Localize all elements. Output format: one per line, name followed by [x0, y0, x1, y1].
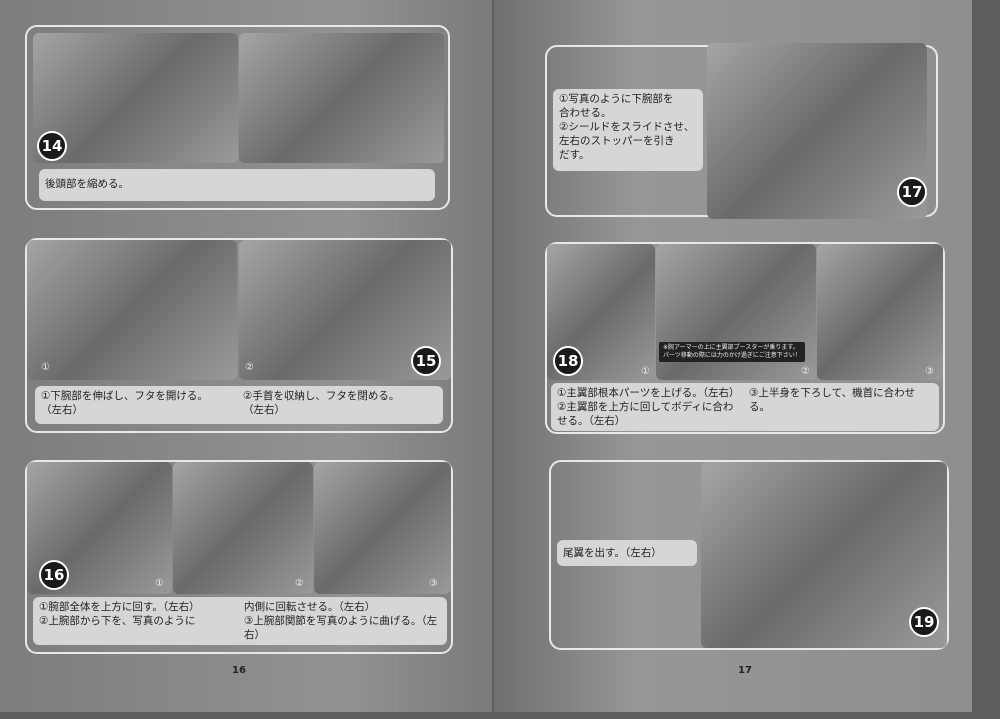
note-line: パーツ移動の際には力のかけ過ぎにご注意下さい！	[663, 352, 801, 359]
caption-line: ①主翼部根本パーツを上げる。（左右）	[557, 387, 740, 399]
sub-label: ③	[429, 578, 438, 589]
step-15-photo-1	[27, 240, 237, 380]
caption-line: ③上半身を下ろして、機首に合わせる。	[749, 387, 916, 413]
caption-column: ①腕部全体を上方に回す。（左右） ②上腕部から下を、写真のように	[39, 600, 236, 628]
caption-line: （左右）	[243, 404, 285, 416]
step-19-panel: 尾翼を出す。（左右） 19	[549, 460, 949, 650]
sub-label: ①	[155, 578, 164, 589]
caption-line: 合わせる。	[559, 107, 612, 119]
step-18-panel: 18 ① ② ③ ※腕アーマーの上に主翼部ブースターが乗ります。パーツ移動の際に…	[545, 242, 945, 434]
caption-column: ③上半身を下ろして、機首に合わせる。	[749, 386, 933, 414]
sub-label: ①	[641, 366, 650, 377]
step-14-photo-1	[33, 33, 238, 163]
caption-line: ②主翼部を上方に回してボディに合わせる。（左右）	[557, 401, 734, 427]
caption-line: ①腕部全体を上方に回す。（左右）	[39, 601, 200, 613]
caption-line: ③上腕部関節を写真のように曲げる。（左右）	[244, 615, 438, 641]
note-line: ※腕アーマーの上に主翼部ブースターが乗ります。	[663, 344, 799, 351]
page-number: 16	[232, 665, 246, 676]
step-16-photo-2	[173, 462, 313, 594]
step-number: 14	[37, 131, 67, 161]
caption-column: 内側に回転させる。（左右） ③上腕部関節を写真のように曲げる。（左右）	[244, 600, 441, 642]
step-caption: 尾翼を出す。（左右）	[557, 540, 697, 566]
left-page: 14 後頭部を縮める。 ① ② 15 ①下腕部を伸ばし、フタを開ける。 （左右） …	[0, 0, 492, 712]
step-number: 17	[897, 177, 927, 207]
sub-label: ①	[41, 362, 50, 373]
step-caption: 後頭部を縮める。	[39, 169, 435, 201]
caution-note: ※腕アーマーの上に主翼部ブースターが乗ります。パーツ移動の際には力のかけ過ぎにご…	[659, 342, 805, 362]
step-caption: ①写真のように下腕部を 合わせる。 ②シールドをスライドさせ、 左右のストッパー…	[553, 89, 703, 171]
sub-label: ②	[245, 362, 254, 373]
step-14-panel: 14 後頭部を縮める。	[25, 25, 450, 210]
caption-line: ②シールドをスライドさせ、	[559, 121, 695, 133]
step-caption: ①主翼部根本パーツを上げる。（左右） ②主翼部を上方に回してボディに合わせる。（左…	[551, 383, 939, 431]
caption-line: ②手首を収納し、フタを閉める。	[243, 390, 400, 402]
step-number: 19	[909, 607, 939, 637]
right-page: ①写真のように下腕部を 合わせる。 ②シールドをスライドさせ、 左右のストッパー…	[494, 0, 972, 712]
caption-column: ①主翼部根本パーツを上げる。（左右） ②主翼部を上方に回してボディに合わせる。（左…	[557, 386, 741, 428]
step-number: 16	[39, 560, 69, 590]
step-16-photo-3	[314, 462, 451, 594]
caption-line: 左右のストッパーを引き	[559, 135, 675, 147]
caption-line: 内側に回転させる。（左右）	[244, 601, 376, 613]
sub-label: ②	[801, 366, 810, 377]
caption-line: （左右）	[41, 404, 83, 416]
step-14-photo-2	[239, 33, 444, 163]
sub-label: ②	[295, 578, 304, 589]
caption-column: ①下腕部を伸ばし、フタを開ける。 （左右）	[41, 389, 235, 417]
caption-line: だす。	[559, 149, 590, 161]
page-number: 17	[738, 665, 752, 676]
step-caption: ①下腕部を伸ばし、フタを開ける。 （左右） ②手首を収納し、フタを閉める。 （左右）	[35, 386, 443, 424]
caption-line: ①写真のように下腕部を	[559, 93, 674, 105]
sub-label: ③	[925, 366, 934, 377]
step-number: 15	[411, 346, 441, 376]
step-15-panel: ① ② 15 ①下腕部を伸ばし、フタを開ける。 （左右） ②手首を収納し、フタを閉…	[25, 238, 453, 433]
caption-line: ①下腕部を伸ばし、フタを開ける。	[41, 390, 208, 402]
caption-line: ②上腕部から下を、写真のように	[39, 615, 196, 627]
step-17-photo	[707, 43, 927, 219]
step-16-panel: 16 ① ② ③ ①腕部全体を上方に回す。（左右） ②上腕部から下を、写真のように…	[25, 460, 453, 654]
caption-column: ②手首を収納し、フタを閉める。 （左右）	[243, 389, 437, 417]
step-number: 18	[553, 346, 583, 376]
step-caption: ①腕部全体を上方に回す。（左右） ②上腕部から下を、写真のように 内側に回転させる…	[33, 597, 447, 645]
step-19-photo	[701, 462, 947, 648]
step-18-photo-3	[817, 244, 943, 380]
step-17-panel: ①写真のように下腕部を 合わせる。 ②シールドをスライドさせ、 左右のストッパー…	[545, 43, 938, 219]
